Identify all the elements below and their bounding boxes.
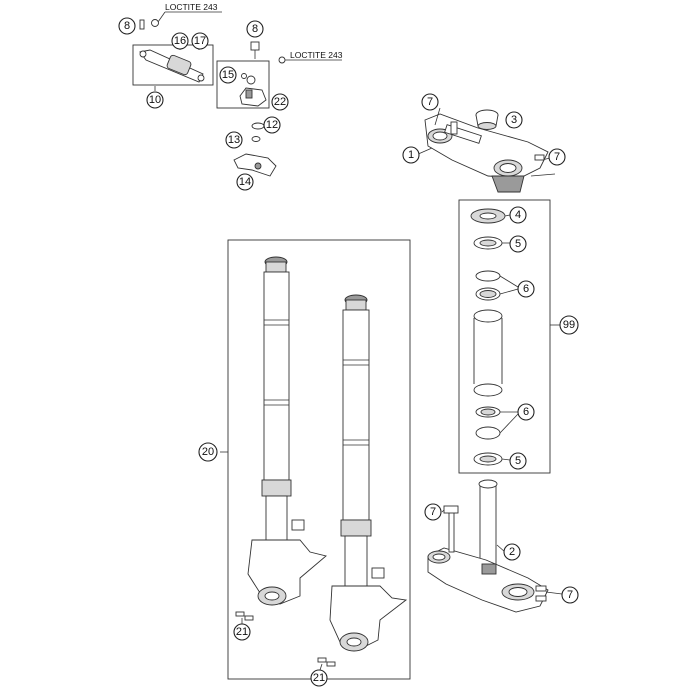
svg-text:4: 4: [515, 209, 521, 221]
callout-8-mid: 8: [246, 20, 264, 38]
callout-5-top: 5: [509, 235, 527, 253]
bearing-6-bottom-b: [475, 426, 501, 440]
svg-text:12: 12: [266, 119, 278, 131]
svg-text:14: 14: [239, 176, 251, 188]
svg-text:13: 13: [228, 134, 240, 146]
svg-text:7: 7: [567, 589, 573, 601]
bolt-7-lower-right-b: [535, 595, 547, 602]
callout-8-left: 8: [118, 17, 136, 35]
steering-damper: [139, 49, 205, 83]
bearing-kit-frame: [458, 199, 551, 474]
top-nut-3: [475, 109, 499, 130]
steering-damper-group: LOCTITE 243: [132, 2, 222, 91]
callout-21-left: 21: [233, 623, 251, 641]
callout-17: 17: [191, 32, 209, 50]
callout-4: 4: [509, 206, 527, 224]
fork-leg-left: [247, 256, 327, 606]
callout-5-bottom: 5: [509, 452, 527, 470]
washer-13: [251, 136, 261, 142]
callout-99: 99: [559, 315, 579, 335]
bolt-7-upper-right: [534, 154, 545, 161]
fork-leg-right: [329, 294, 408, 652]
bearing-kit-group: [458, 199, 560, 474]
callout-13: 13: [225, 131, 243, 149]
steering-tube-ghost: [473, 318, 503, 384]
svg-text:5: 5: [515, 238, 521, 250]
bolt-8-mid: [250, 41, 260, 51]
svg-text:7: 7: [554, 151, 560, 163]
bolt-7-lower-left: [448, 511, 455, 553]
svg-text:21: 21: [236, 626, 248, 638]
bearing-race-top: [473, 309, 503, 323]
bracket-clamp: [239, 73, 267, 107]
callout-10: 10: [146, 91, 164, 109]
svg-text:16: 16: [174, 35, 186, 47]
callout-15: 15: [219, 66, 237, 84]
lower-triple-clamp: [427, 479, 563, 613]
svg-text:21: 21: [313, 672, 325, 684]
callout-14: 14: [236, 173, 254, 191]
svg-text:99: 99: [563, 319, 575, 331]
bolt-7-lower-right-a: [535, 585, 547, 592]
washer-12: [251, 122, 265, 130]
callout-21-right: 21: [310, 669, 328, 687]
bolt-8-left: [139, 19, 159, 30]
svg-text:5: 5: [515, 455, 521, 467]
svg-text:7: 7: [427, 96, 433, 108]
svg-text:6: 6: [523, 283, 529, 295]
callout-7-lower-left: 7: [424, 503, 442, 521]
fork-group: [220, 239, 411, 680]
damper-bracket-group: LOCTITE 243: [216, 41, 343, 177]
loctite-note-mid: LOCTITE 243: [290, 50, 343, 60]
loctite-note-left: LOCTITE 243: [165, 2, 218, 12]
svg-text:8: 8: [124, 20, 130, 32]
svg-text:17: 17: [194, 35, 206, 47]
callout-16: 16: [171, 32, 189, 50]
callout-6-bottom: 6: [517, 403, 535, 421]
callout-3: 3: [505, 111, 523, 129]
callout-7-lower-right: 7: [561, 586, 579, 604]
callout-22: 22: [271, 93, 289, 111]
bearing-race-bottom: [473, 383, 503, 397]
callout-7-top-left: 7: [421, 93, 439, 111]
washer-mid: [278, 56, 286, 64]
axle-clamp-bolts-right: [317, 657, 336, 667]
svg-text:7: 7: [430, 506, 436, 518]
callout-7-top-right: 7: [548, 148, 566, 166]
svg-text:6: 6: [523, 406, 529, 418]
callout-2: 2: [503, 543, 521, 561]
svg-text:2: 2: [509, 546, 515, 558]
svg-text:20: 20: [202, 446, 214, 458]
svg-text:10: 10: [149, 94, 161, 106]
upper-triple-clamp: [424, 113, 549, 193]
callout-1: 1: [402, 146, 420, 164]
callout-20: 20: [198, 442, 218, 462]
svg-text:3: 3: [511, 114, 517, 126]
svg-text:1: 1: [408, 149, 414, 161]
axle-clamp-bolts-left: [235, 611, 254, 621]
svg-text:22: 22: [274, 96, 286, 108]
pinch-clamp-14: [233, 153, 277, 177]
callout-12: 12: [263, 116, 281, 134]
callout-6-top: 6: [517, 280, 535, 298]
bearing-6-top-a: [475, 270, 501, 282]
svg-text:15: 15: [222, 69, 234, 81]
bracket-frame: [216, 60, 270, 109]
svg-text:8: 8: [252, 23, 258, 35]
